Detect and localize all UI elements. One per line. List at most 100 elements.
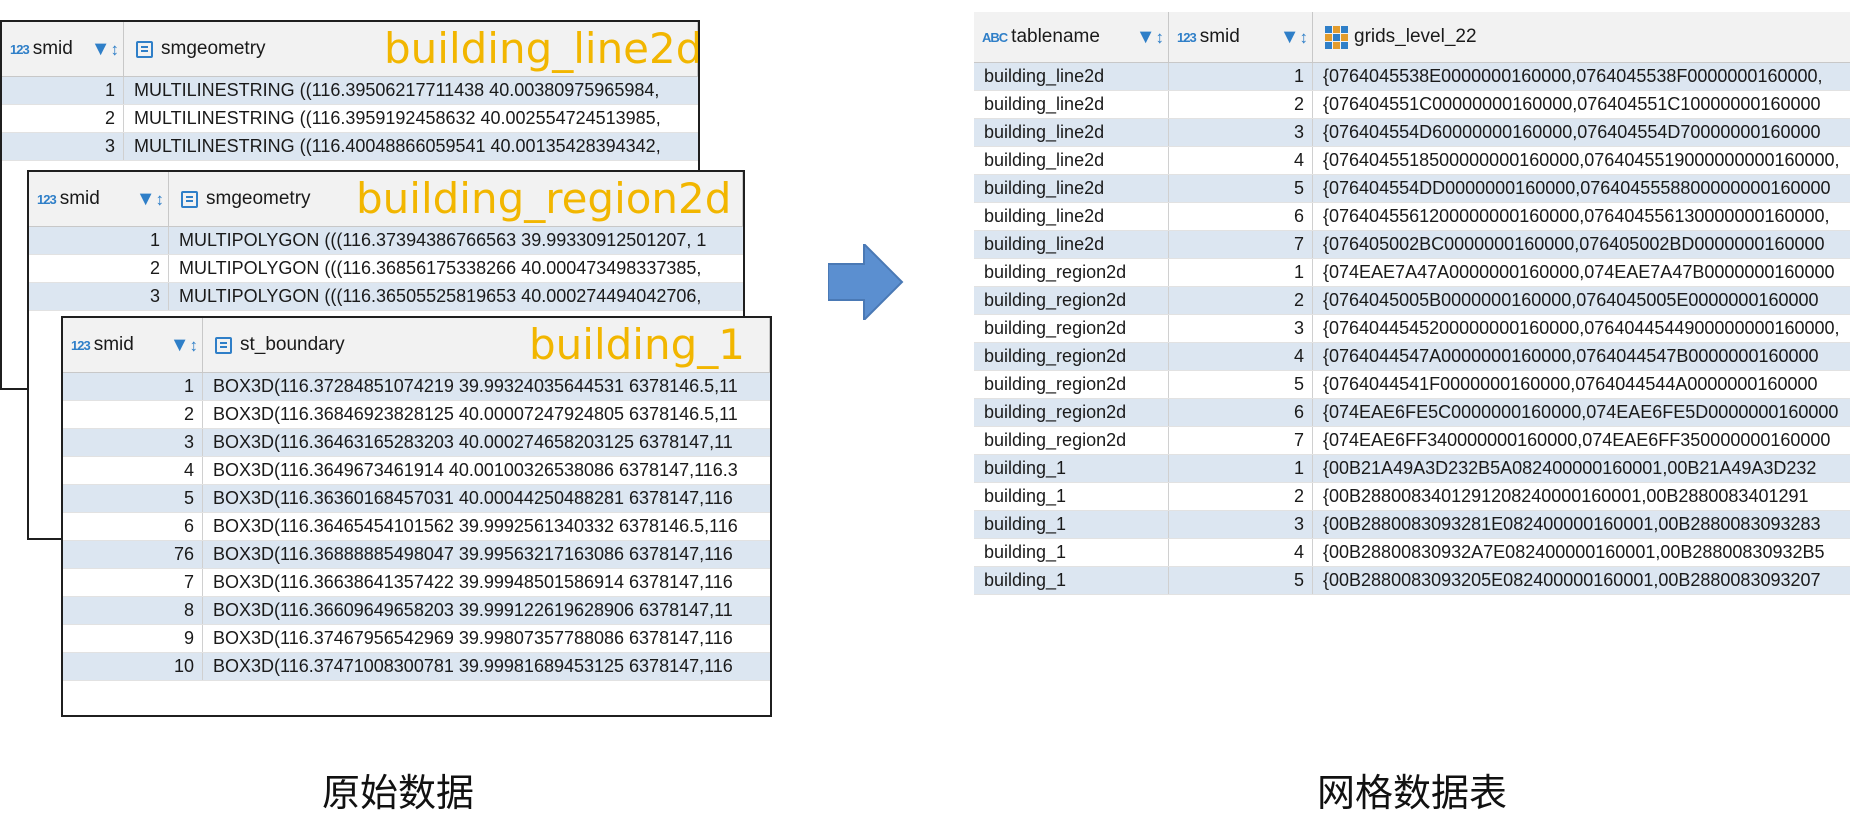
filter-icon[interactable]: ▼↕ <box>169 333 198 356</box>
panel-title: building_1 <box>529 320 745 369</box>
smid-cell: 2 <box>63 401 203 428</box>
filter-icon[interactable]: ▼↕ <box>1279 25 1308 48</box>
smid-cell: 2 <box>29 255 169 282</box>
filter-icon[interactable]: ▼↕ <box>90 37 119 60</box>
st-boundary-column-header[interactable]: st_boundary <box>203 318 770 372</box>
smid-cell: 1 <box>1169 455 1313 482</box>
panel-header: 123 smid ▼↕ smgeometry building_region2d <box>29 172 743 227</box>
smid-cell: 5 <box>1169 371 1313 398</box>
boundary-cell: BOX3D(116.37467956542969 39.998073577880… <box>213 628 733 648</box>
smid-cell: 1 <box>29 227 169 254</box>
panel-header: 123 smid ▼↕ smgeometry building_line2d <box>2 22 698 77</box>
geometry-cell: MULTIPOLYGON (((116.37394386766563 39.99… <box>179 230 707 250</box>
grids-cell: {0764044541F0000000160000,0764044544A000… <box>1323 374 1818 394</box>
grids-cell: {0764044547A0000000160000,0764044547B000… <box>1323 346 1819 366</box>
smid-cell: 3 <box>29 283 169 310</box>
smid-column-header[interactable]: 123 smid ▼↕ <box>63 318 203 372</box>
panel-header: 123 smid ▼↕ st_boundary building_1 <box>63 318 770 373</box>
smid-column-header[interactable]: 123 smid ▼↕ <box>1169 12 1313 62</box>
boundary-cell: BOX3D(116.36638641357422 39.999485015869… <box>213 572 733 592</box>
smid-cell: 4 <box>1169 343 1313 370</box>
smid-cell: 2 <box>1169 91 1313 118</box>
smid-cell: 1 <box>1169 63 1313 90</box>
caption-grid-data-table: 网格数据表 <box>1317 771 1508 815</box>
geometry-type-icon <box>136 40 153 58</box>
table-body: building_line2d 1 {0764045538E000000016000… <box>974 63 1850 595</box>
smid-cell: 3 <box>2 133 124 160</box>
tablename-cell: building_region2d <box>974 399 1169 426</box>
tablename-cell: building_1 <box>974 483 1169 510</box>
smid-column-header[interactable]: 123 smid ▼↕ <box>2 22 124 76</box>
boundary-cell: BOX3D(116.36888885498047 39.995632171630… <box>213 544 733 564</box>
smgeometry-column-header[interactable]: smgeometry <box>169 172 743 226</box>
filter-icon[interactable]: ▼↕ <box>1135 25 1164 48</box>
tablename-cell: building_region2d <box>974 343 1169 370</box>
table-row[interactable]: 9 BOX3D(116.37467956542969 39.99807357788… <box>63 625 770 653</box>
smid-cell: 7 <box>1169 231 1313 258</box>
tablename-cell: building_line2d <box>974 175 1169 202</box>
grids-cell: {0764045538E0000000160000,0764045538F000… <box>1323 66 1823 86</box>
tablename-cell: building_1 <box>974 455 1169 482</box>
boundary-cell: BOX3D(116.36360168457031 40.000442504882… <box>213 488 733 508</box>
tablename-cell: building_region2d <box>974 259 1169 286</box>
smid-cell: 9 <box>63 625 203 652</box>
tablename-cell: building_region2d <box>974 287 1169 314</box>
table-row[interactable]: 1 MULTIPOLYGON (((116.37394386766563 39.9… <box>29 227 743 255</box>
smgeometry-column-header[interactable]: smgeometry <box>124 22 698 76</box>
tablename-column-header[interactable]: ABC tablename ▼↕ <box>974 12 1169 62</box>
column-label: st_boundary <box>240 334 345 355</box>
tablename-cell: building_line2d <box>974 203 1169 230</box>
table-row[interactable]: 76 BOX3D(116.36888885498047 39.9956321716… <box>63 541 770 569</box>
tablename-cell: building_region2d <box>974 315 1169 342</box>
grids-column-header[interactable]: grids_level_22 <box>1313 12 1850 62</box>
column-label: smgeometry <box>206 188 311 209</box>
grids-cell: {074EAE7A47A0000000160000,074EAE7A47B000… <box>1323 262 1835 282</box>
smid-cell: 10 <box>63 653 203 680</box>
smid-cell: 2 <box>1169 287 1313 314</box>
smid-cell: 3 <box>1169 119 1313 146</box>
smid-column-header[interactable]: 123 smid ▼↕ <box>29 172 169 226</box>
column-label: smgeometry <box>161 38 266 59</box>
smid-cell: 4 <box>63 457 203 484</box>
grids-cell: {00B2880083093281E082400000160001,00B288… <box>1323 514 1821 534</box>
smid-cell: 76 <box>63 541 203 568</box>
tablename-cell: building_line2d <box>974 147 1169 174</box>
smid-cell: 6 <box>1169 203 1313 230</box>
tablename-cell: building_region2d <box>974 371 1169 398</box>
smid-cell: 2 <box>1169 483 1313 510</box>
filter-icon[interactable]: ▼↕ <box>135 187 164 210</box>
